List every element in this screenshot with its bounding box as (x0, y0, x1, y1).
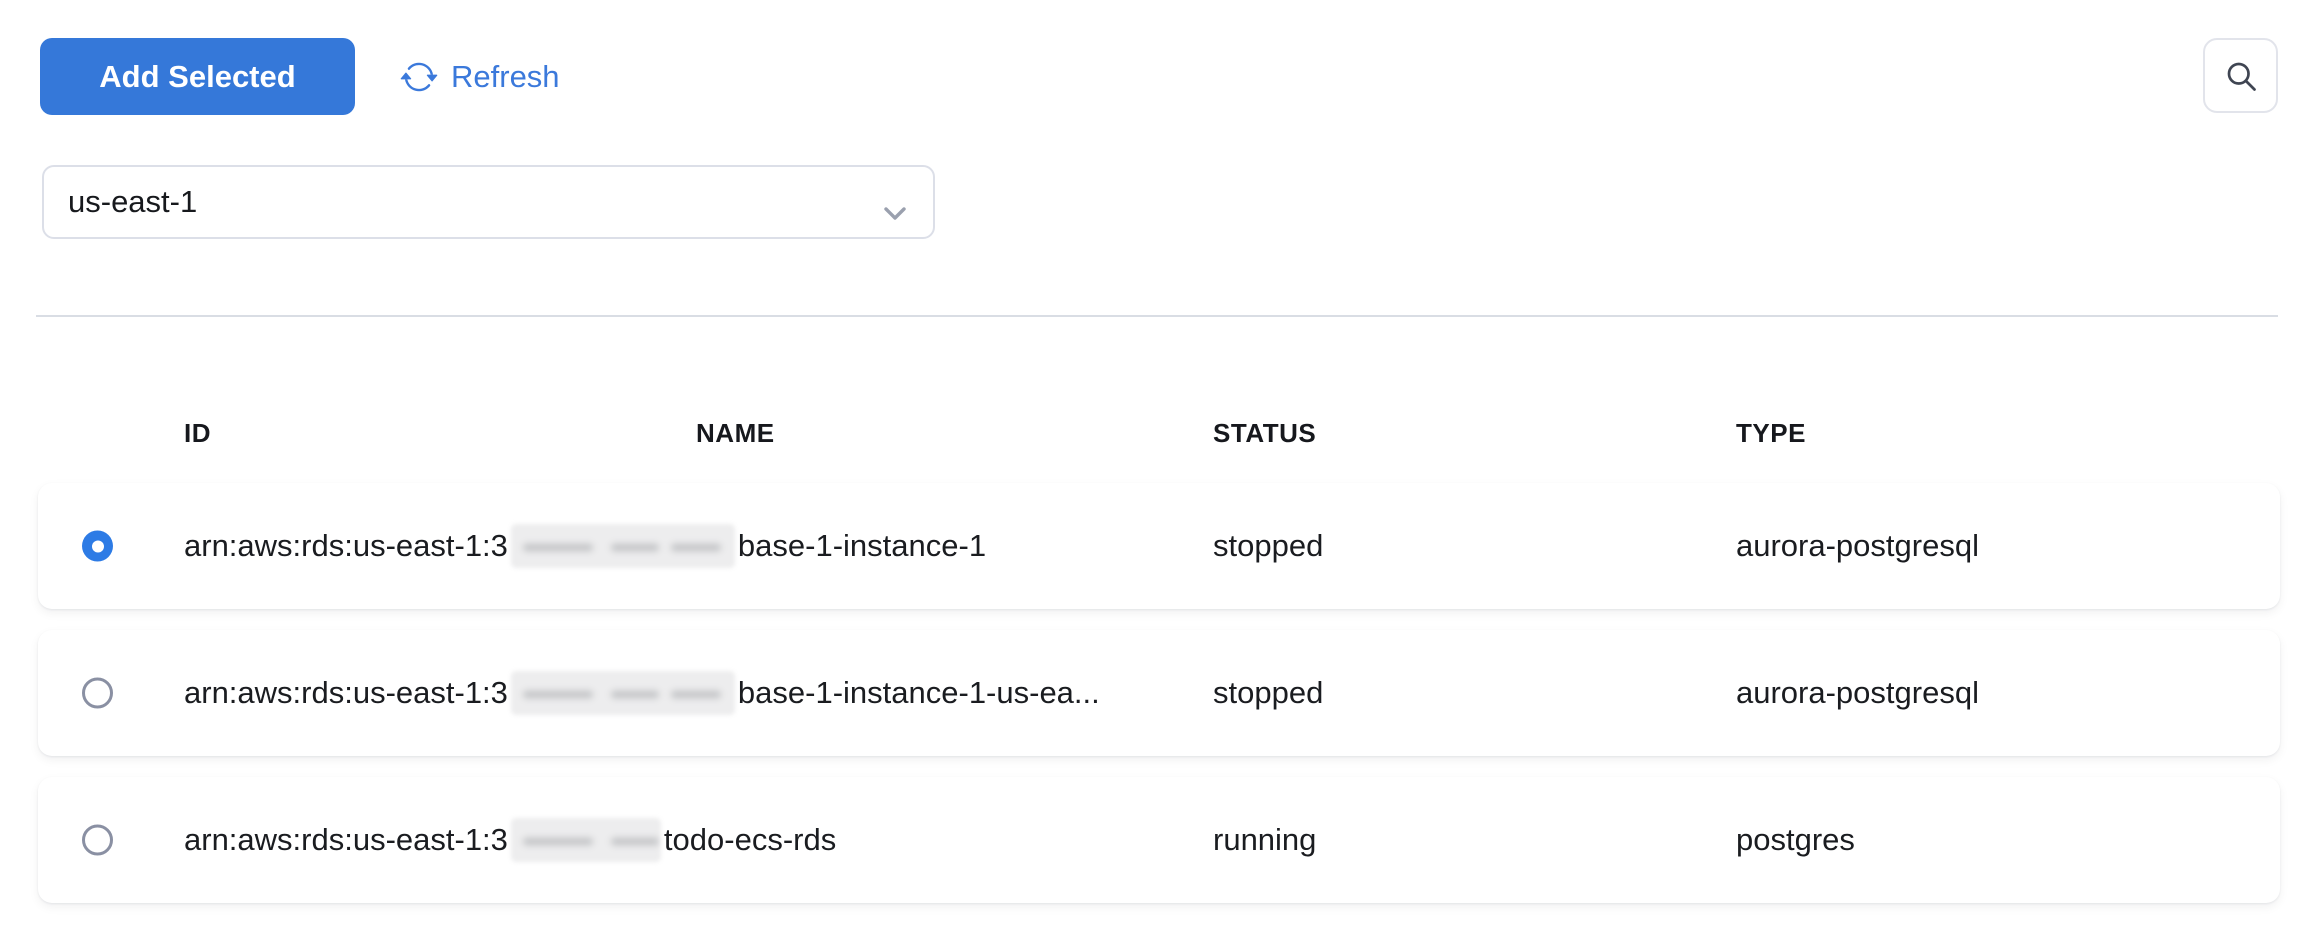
search-button[interactable] (2203, 38, 2278, 113)
radio-unselected[interactable] (82, 824, 113, 856)
instance-id-cell: arn:aws:rds:us-east-1:3 todo-ecs-rds (184, 818, 836, 862)
redaction-ghost (522, 691, 593, 698)
redacted-text (510, 671, 735, 715)
type-cell: aurora-postgresql (1736, 528, 1979, 563)
section-divider (36, 315, 2278, 317)
status-cell: stopped (1213, 675, 1324, 710)
column-header-id: ID (184, 418, 212, 448)
status-cell: stopped (1213, 528, 1324, 563)
redacted-text (510, 818, 661, 862)
instance-name: base-1-instance-1-us-ea... (737, 675, 1100, 710)
refresh-icon (400, 58, 438, 96)
redaction-ghost (610, 544, 659, 551)
search-icon (2223, 58, 2259, 94)
chevron-down-icon (883, 194, 907, 220)
table-row[interactable]: arn:aws:rds:us-east-1:3 base-1-instance-1… (38, 630, 2280, 756)
radio-unselected[interactable] (82, 677, 113, 709)
refresh-button[interactable]: Refresh (400, 38, 560, 115)
instance-id-cell: arn:aws:rds:us-east-1:3 base-1-instance-1 (184, 524, 986, 568)
redaction-ghost (522, 838, 593, 845)
type-cell: postgres (1736, 822, 1855, 857)
table-row[interactable]: arn:aws:rds:us-east-1:3 todo-ecs-rds runn… (38, 777, 2280, 903)
instance-name: base-1-instance-1 (737, 528, 987, 563)
redaction-ghost (610, 691, 659, 698)
redaction-ghost (670, 691, 721, 698)
instance-id-prefix: arn:aws:rds:us-east-1:3 (184, 528, 508, 563)
instance-id-cell: arn:aws:rds:us-east-1:3 base-1-instance-1… (184, 671, 1100, 715)
instance-id-prefix: arn:aws:rds:us-east-1:3 (184, 675, 508, 710)
redacted-text (510, 524, 735, 568)
column-header-status: STATUS (1213, 418, 1317, 448)
refresh-label: Refresh (451, 58, 560, 94)
region-dropdown-value: us-east-1 (68, 184, 198, 219)
table-row[interactable]: arn:aws:rds:us-east-1:3 base-1-instance-1… (38, 483, 2280, 609)
redaction-ghost (610, 838, 659, 845)
region-dropdown[interactable]: us-east-1 (42, 165, 935, 239)
status-cell: running (1213, 822, 1317, 857)
instance-name: todo-ecs-rds (663, 822, 837, 857)
redaction-ghost (670, 544, 721, 551)
table-header-row: ID NAME STATUS TYPE (0, 418, 2298, 450)
radio-selected[interactable] (82, 530, 113, 562)
column-header-type: TYPE (1736, 418, 1806, 448)
redaction-ghost (522, 544, 593, 551)
add-selected-button[interactable]: Add Selected (40, 38, 355, 115)
instance-id-prefix: arn:aws:rds:us-east-1:3 (184, 822, 508, 857)
column-header-name: NAME (696, 418, 775, 448)
type-cell: aurora-postgresql (1736, 675, 1979, 710)
